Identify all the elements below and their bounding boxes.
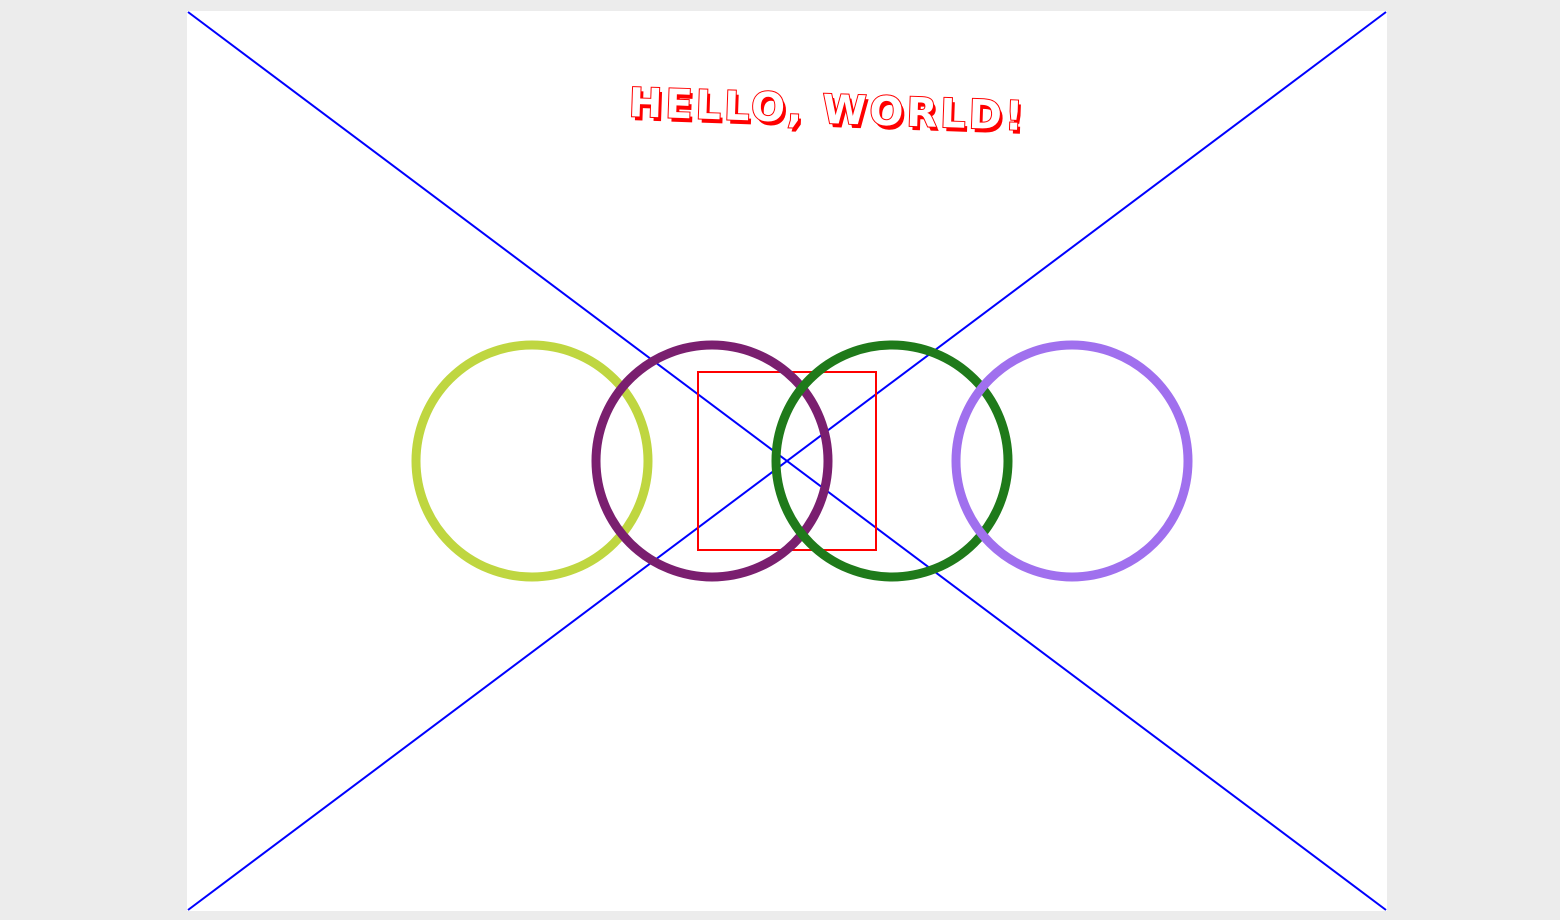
diagonal-line-top-right xyxy=(187,11,1387,911)
drawing-canvas: HELLO, WORLD! HELLO, WORLD! xyxy=(187,11,1387,911)
ring-lavender xyxy=(951,340,1193,582)
ring-green xyxy=(771,340,1013,582)
ring-yellow-green xyxy=(411,340,653,582)
ring-purple xyxy=(591,340,833,582)
title-group: HELLO, WORLD! HELLO, WORLD! xyxy=(627,79,1030,144)
canvas-svg: HELLO, WORLD! HELLO, WORLD! xyxy=(187,11,1387,911)
